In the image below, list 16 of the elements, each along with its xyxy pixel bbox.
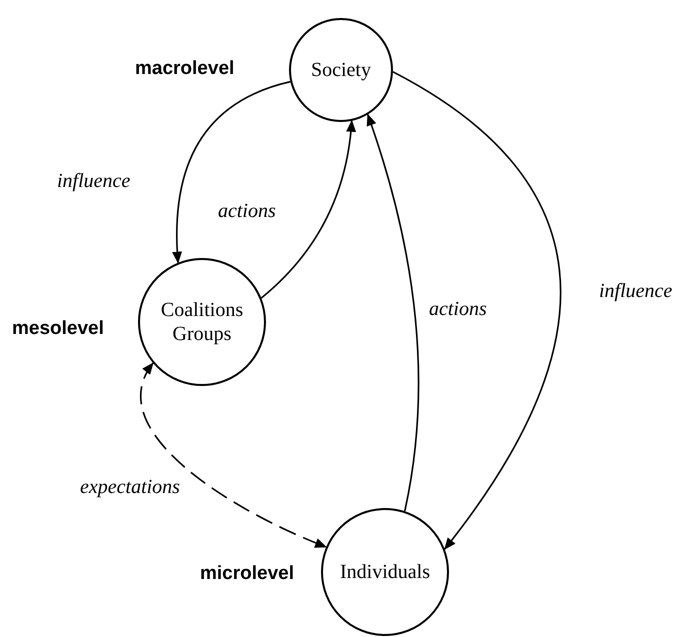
arrow bbox=[392, 71, 561, 550]
arrow bbox=[172, 80, 291, 264]
arrow bbox=[366, 114, 420, 512]
circle-node bbox=[321, 508, 449, 636]
circle-node bbox=[138, 258, 266, 386]
edge-label: influence bbox=[597, 280, 674, 303]
dashed-arrow bbox=[140, 362, 328, 548]
node-label: Coalitions Groups bbox=[160, 298, 244, 346]
edge-label: influence bbox=[55, 170, 132, 193]
level-label: macrolevel bbox=[135, 58, 234, 80]
level-label: microlevel bbox=[200, 563, 294, 585]
level-label: mesolevel bbox=[12, 318, 104, 340]
node-label: Society bbox=[311, 58, 371, 82]
circle-node bbox=[289, 18, 393, 122]
node-label: Individuals bbox=[340, 560, 430, 584]
arrow bbox=[260, 120, 356, 299]
